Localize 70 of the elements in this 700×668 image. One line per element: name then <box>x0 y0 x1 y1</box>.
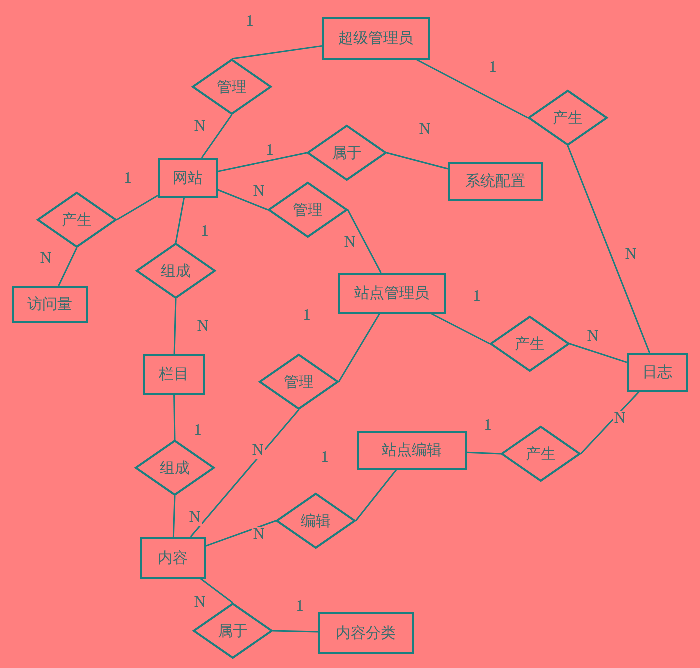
cardinality-label: 1 <box>265 143 275 159</box>
entity-name: 内容 <box>158 549 188 568</box>
connector-line <box>580 391 640 455</box>
relationship-name: 产生 <box>62 212 92 230</box>
entity-name: 网站 <box>173 170 203 188</box>
relationship-name: 属于 <box>218 622 248 640</box>
entity-name: 内容分类 <box>336 624 396 642</box>
relationship-diamond <box>192 59 272 115</box>
entity-name: 站点管理员 <box>354 284 430 303</box>
connector-line <box>190 410 300 538</box>
relationship-diamond <box>136 243 216 299</box>
connector-line <box>218 189 268 211</box>
connector-line <box>175 198 186 244</box>
entity-box <box>140 537 206 579</box>
entity-box <box>448 162 543 201</box>
entity-name: 栏目 <box>159 366 189 384</box>
connector-line <box>116 195 158 221</box>
relationship-name: 属于 <box>332 144 362 162</box>
relationship-name: 产生 <box>526 446 556 464</box>
relationship-name: 管理 <box>293 202 323 220</box>
entity-box <box>143 354 205 395</box>
relationship-diamond <box>135 440 215 496</box>
connector-line <box>206 520 276 547</box>
connector-line <box>570 343 628 364</box>
relationship-diamond <box>528 90 608 146</box>
relationship-name: 组成 <box>161 262 191 280</box>
connector-line <box>200 578 234 604</box>
connector-line <box>201 114 233 158</box>
connector-line <box>386 152 448 170</box>
cardinality-label: N <box>188 510 202 526</box>
connector-line <box>416 59 528 119</box>
relationship-diamond <box>501 426 581 482</box>
relationship-name: 产生 <box>553 110 583 128</box>
connector-line <box>338 314 380 382</box>
connector-line <box>567 146 650 354</box>
relationship-diamond <box>37 192 117 248</box>
cardinality-label: N <box>251 443 265 459</box>
connector-line <box>347 210 382 274</box>
connector-line <box>355 470 398 522</box>
entity-name: 日志 <box>642 364 672 382</box>
connector-line <box>466 452 502 455</box>
relationship-name: 管理 <box>217 78 247 96</box>
connector-line <box>172 496 176 538</box>
relationship-name: 管理 <box>284 374 314 392</box>
entity-name: 系统配置 <box>466 172 526 191</box>
entity-box <box>322 17 430 60</box>
entity-name: 超级管理员 <box>338 30 414 48</box>
entity-name: 访问量 <box>28 295 72 314</box>
relationship-name: 编辑 <box>301 512 331 530</box>
entity-name: 站点编辑 <box>382 442 442 460</box>
entity-box <box>357 431 467 470</box>
relationship-diamond <box>259 354 339 410</box>
entity-box <box>318 612 414 654</box>
connector-line <box>232 45 322 60</box>
entity-box <box>338 273 446 314</box>
connector-line <box>58 248 78 286</box>
connector-line <box>431 313 490 345</box>
connector-line <box>272 630 318 633</box>
relationship-name: 产生 <box>515 336 545 354</box>
connector-line <box>218 152 308 172</box>
entity-box <box>12 286 88 323</box>
relationship-diamond <box>307 125 387 181</box>
entity-box <box>627 353 688 392</box>
connector-line <box>174 394 176 440</box>
connector-line <box>174 298 177 354</box>
relationship-name: 组成 <box>160 460 190 478</box>
relationship-diamond <box>276 493 356 549</box>
relationship-diamond <box>268 182 348 238</box>
relationship-diamond <box>490 316 570 372</box>
entity-box <box>158 158 218 198</box>
